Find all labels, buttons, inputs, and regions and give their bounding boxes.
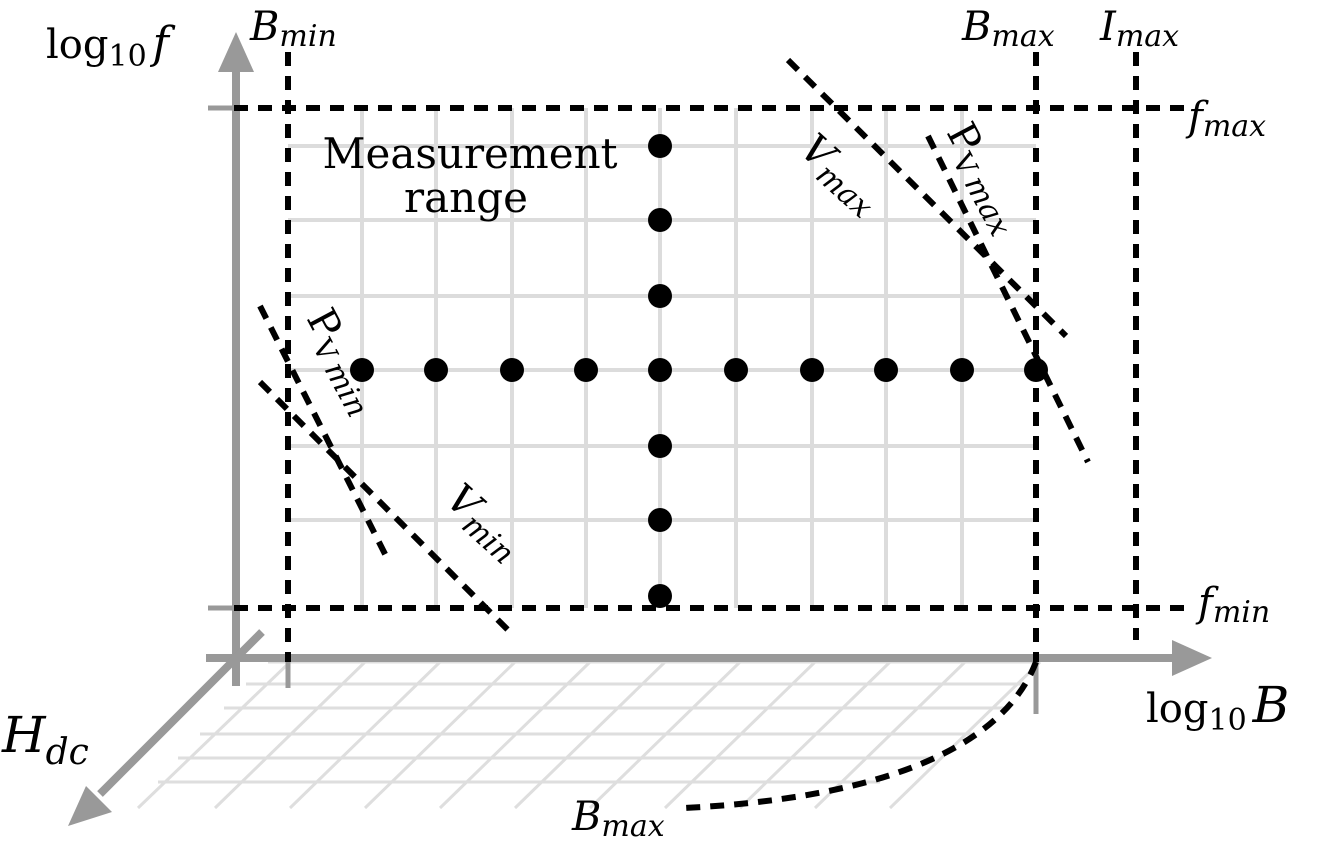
measurement-point-v-4 [648,434,672,458]
measurement-point-h-8 [874,358,898,382]
fmax-label: fmax [1185,94,1266,144]
pvmax-line [925,134,1091,464]
boundary-lines [234,52,1186,811]
measurement-point-h-2 [424,358,448,382]
bmax-top-label: Bmax [961,4,1055,54]
measurement-point-h-9 [950,358,974,382]
measurement-point-h-4 [574,358,598,382]
measurement-points [350,134,1048,608]
measurement-grid [288,108,1036,608]
z-axis-arrow-icon [68,786,112,826]
vmin-label: Vmin [433,475,532,571]
vmax-line [785,57,1069,339]
measurement-point-h-5 [648,358,672,382]
measurement-point-v-6 [648,584,672,608]
measurement-point-h-3 [500,358,524,382]
pvmax-label: PVmax [932,115,1033,242]
floor-grid [136,660,1042,810]
measurement-point-v-1 [648,134,672,158]
measurement-point-h-10 [1024,358,1048,382]
measurement-range-label-line1: Measurement [322,129,617,178]
bmax-projection-curve [683,660,1039,811]
y-axis-arrow-icon [218,32,254,72]
measurement-range-label-line2: range [404,173,528,222]
measurement-point-h-6 [724,358,748,382]
bmin-label: Bmin [249,4,337,54]
axes [68,32,1212,826]
z-axis-line [97,629,265,797]
bmax-bottom-label: Bmax [571,794,665,844]
x-axis-arrow-icon [1172,640,1212,676]
measurement-point-h-1 [350,358,374,382]
vmin-line [257,379,515,637]
measurement-point-v-2 [648,208,672,232]
measurement-point-v-5 [648,508,672,532]
fmin-label: fmin [1195,580,1270,630]
vmax-label: Vmax [787,125,890,225]
z-axis-label: Hdc [1,706,89,773]
imax-label: Imax [1099,4,1179,54]
measurement-point-h-7 [800,358,824,382]
measurement-point-v-3 [648,284,672,308]
